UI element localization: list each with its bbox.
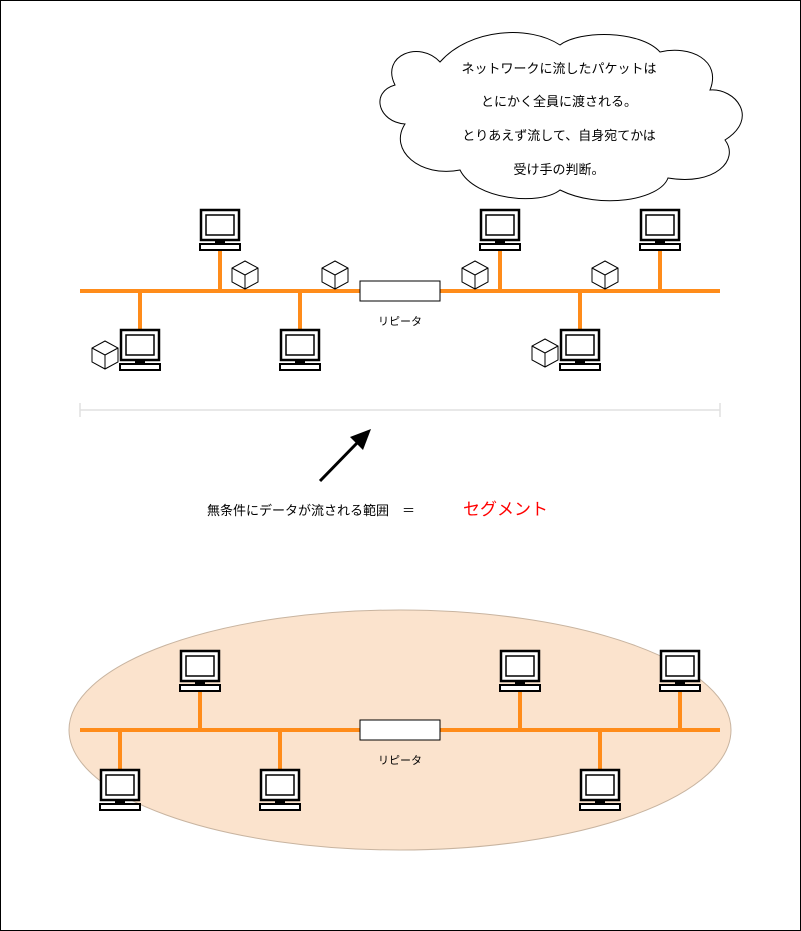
repeater-label: リピータ (378, 754, 422, 767)
computer-icon (98, 768, 142, 812)
computer-icon (118, 328, 162, 372)
packet-cube-icon (321, 260, 349, 290)
computer-icon (658, 649, 702, 693)
packet-cube-icon (461, 260, 489, 290)
computer-icon (178, 649, 222, 693)
packet-cube-icon (591, 260, 619, 290)
repeater-label: リピータ (378, 315, 422, 328)
segment-term: セグメント (463, 500, 548, 520)
cloud-line-1: ネットワークに流したパケットは (461, 62, 656, 77)
segment-range-indicator (79, 403, 721, 417)
computer-icon (478, 208, 522, 252)
segment-caption: 無条件にデータが流される範囲 ＝ セグメント (207, 500, 548, 520)
computer-icon (258, 768, 302, 812)
computer-icon (278, 328, 322, 372)
segment-caption-text: 無条件にデータが流される範囲 ＝ (207, 503, 415, 519)
computer-icon (638, 208, 682, 252)
packet-cube-icon (531, 338, 559, 368)
computer-icon (578, 768, 622, 812)
cloud-shape (379, 32, 743, 202)
top-network: リピータ (80, 208, 720, 372)
cloud-line-4: 受け手の判断。 (513, 163, 604, 178)
packet-cube-icon (91, 340, 119, 370)
cloud-line-2: とにかく全員に渡される。 (481, 94, 637, 110)
cloud-line-3: とりあえず流して、自身宛てかは (462, 128, 655, 144)
bottom-network: リピータ (68, 609, 732, 851)
arrow-up-right-icon (318, 429, 371, 483)
repeater-box (359, 719, 441, 741)
packet-cube-icon (231, 260, 259, 290)
cloud-callout: ネットワークに流したパケットは とにかく全員に渡される。 とりあえず流して、自身… (379, 32, 743, 202)
computer-icon (498, 649, 542, 693)
repeater-box (359, 280, 441, 302)
computer-icon (198, 208, 242, 252)
computer-icon (558, 328, 602, 372)
